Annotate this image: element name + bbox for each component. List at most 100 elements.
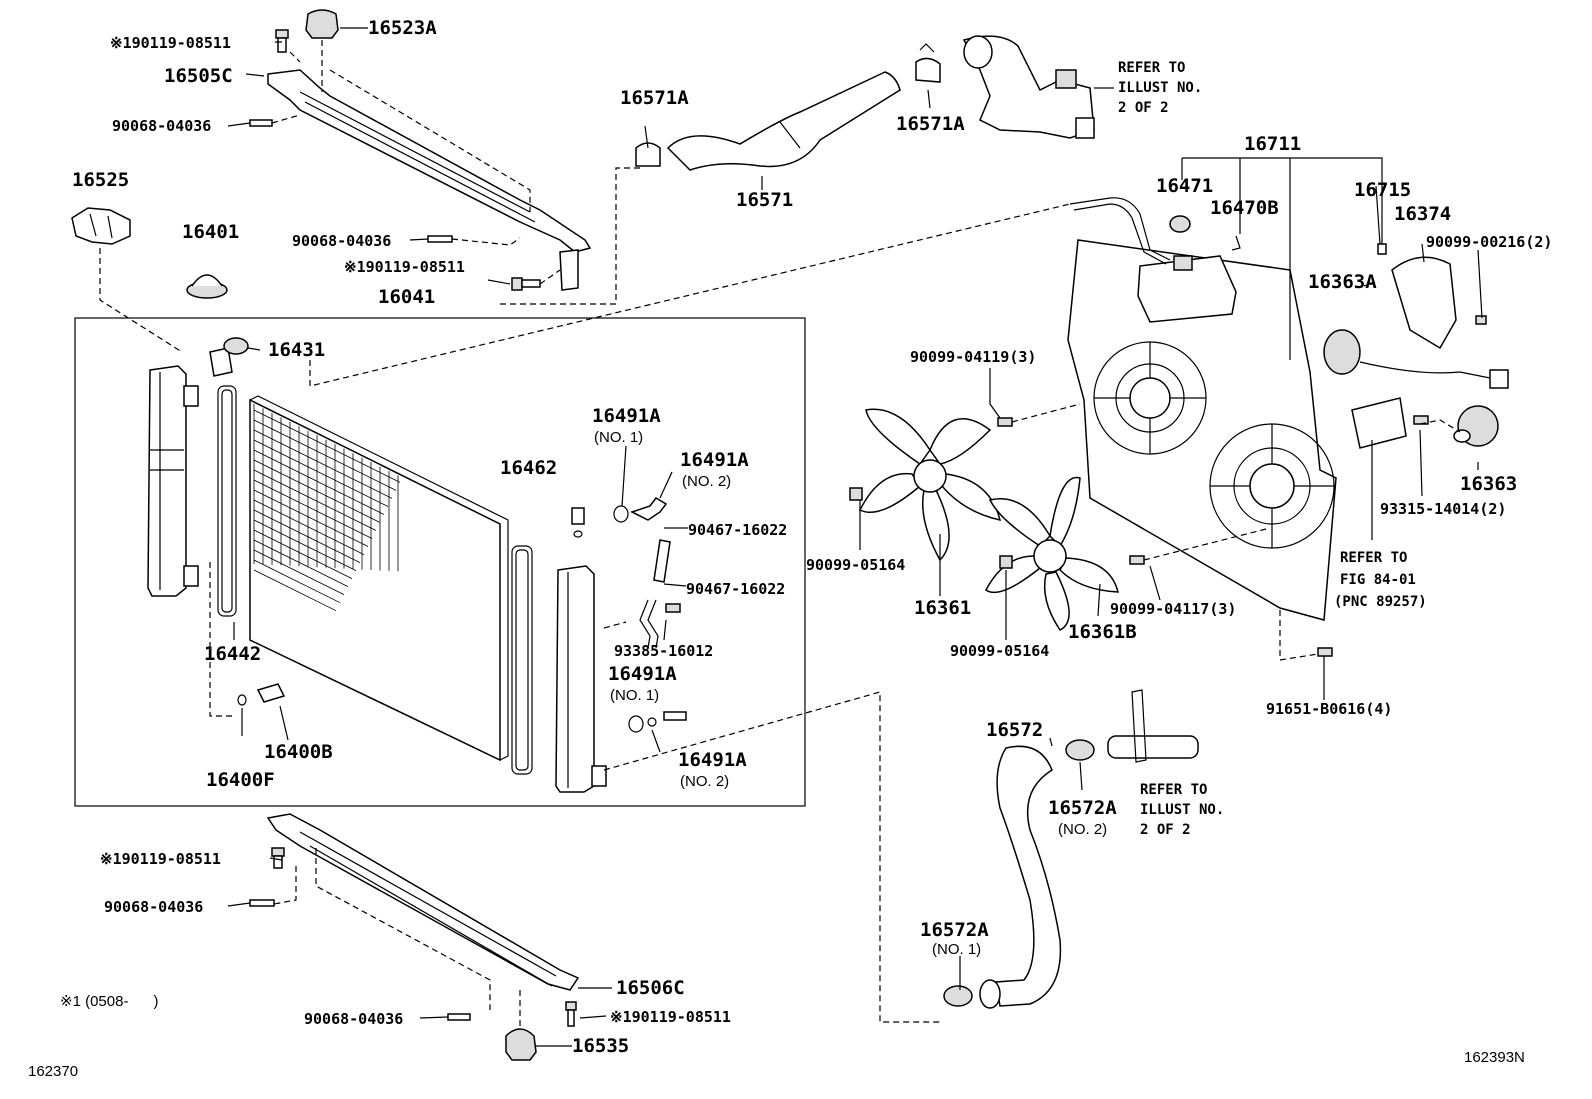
label-90099-04117: 90099-04117(3) — [1110, 600, 1236, 618]
label-16523A: 16523A — [368, 17, 437, 39]
label-no2-b: (NO. 2) — [680, 773, 729, 790]
bracket-16525 — [71, 207, 131, 245]
refer-top-line-2: ILLUST NO. — [1118, 80, 1202, 96]
upper-hose-16571 — [666, 71, 901, 171]
clip-16715-icon — [1377, 243, 1387, 255]
upper-support-bracket — [267, 69, 592, 291]
label-16535: 16535 — [572, 1035, 629, 1057]
label-90099-05164-a: 90099-05164 — [806, 556, 905, 574]
gasket-16442 — [217, 385, 237, 617]
label-no1-a: (NO. 1) — [594, 429, 643, 446]
figure-code-right: 162393N — [1464, 1049, 1525, 1066]
label-90467-b: 90467-16022 — [686, 580, 785, 598]
bolt-top-b-icon — [511, 277, 541, 291]
clamp-16572A-no2-icon — [1065, 739, 1095, 761]
refer-fig-line-3: (PNC 89257) — [1334, 594, 1427, 610]
refer-note-top: REFER TO ILLUST NO. 2 OF 2 — [1118, 60, 1202, 116]
figure-code-left: 162370 — [28, 1063, 78, 1080]
screw-top-a-icon — [249, 119, 273, 127]
label-16442: 16442 — [204, 643, 261, 665]
fan-shroud-16711 — [1067, 239, 1337, 621]
label-16491A-1: 16491A — [592, 405, 661, 427]
label-16471: 16471 — [1156, 175, 1213, 197]
drain-plug-16400B — [237, 683, 286, 706]
label-16571: 16571 — [736, 189, 793, 211]
label-190119-top: ※190119-08511 — [110, 34, 231, 52]
fan-blade-16361 — [858, 408, 1002, 562]
label-no1-b: (NO. 1) — [610, 687, 659, 704]
radiator-assembly-box — [74, 317, 806, 807]
refer-top-line-1: REFER TO — [1118, 60, 1185, 76]
label-16363A: 16363A — [1308, 271, 1377, 293]
refer-note-fig: REFER TO FIG 84-01 (PNC 89257) — [1334, 550, 1427, 610]
fan-relay-icon — [1351, 397, 1407, 449]
refer-bottom-line-1: REFER TO — [1140, 782, 1207, 798]
label-16571A-b: 16571A — [896, 113, 965, 135]
fan-motor-16363A — [1323, 329, 1509, 389]
refer-bottom-line-3: 2 OF 2 — [1140, 822, 1191, 838]
screw-91651-icon — [1317, 647, 1333, 657]
screw-93315-icon — [1413, 415, 1429, 425]
clamp-16572A-no1-icon — [943, 985, 973, 1007]
label-16041: 16041 — [378, 286, 435, 308]
pipe-fitting-lower — [1107, 689, 1199, 763]
mount-cushion-16535 — [505, 1028, 537, 1061]
radiator-left-tank — [147, 365, 199, 597]
label-16491A-2: 16491A — [680, 449, 749, 471]
label-93385: 93385-16012 — [614, 642, 713, 660]
label-16491A-4: 16491A — [678, 749, 747, 771]
refer-top-line-3: 2 OF 2 — [1118, 100, 1169, 116]
bolt-lower-a-icon — [271, 847, 285, 869]
label-90099-00216: 90099-00216(2) — [1426, 233, 1552, 251]
refer-bottom-line-2: ILLUST NO. — [1140, 802, 1224, 818]
refer-note-bottom: REFER TO ILLUST NO. 2 OF 2 — [1140, 782, 1224, 838]
screw-lower-b-icon — [447, 1013, 471, 1021]
label-16361B: 16361B — [1068, 621, 1137, 643]
bolt-lower-b-icon — [565, 1001, 577, 1027]
label-no2-c: (NO. 2) — [1058, 821, 1107, 838]
overflow-hose-16471 — [1069, 197, 1171, 265]
reservoir-tank — [1137, 255, 1237, 323]
label-16462: 16462 — [500, 457, 557, 479]
fan-blade-16361B — [985, 476, 1119, 631]
label-16401: 16401 — [182, 221, 239, 243]
o-ring-16491A-no1-icon — [613, 505, 629, 523]
fan-motor-16363 — [1453, 405, 1499, 447]
label-16571A-a: 16571A — [620, 87, 689, 109]
clamp-16571A-b-icon — [915, 43, 941, 83]
screw-lower-a-icon — [249, 899, 275, 907]
label-16525: 16525 — [72, 169, 129, 191]
cap-16471-icon — [1169, 215, 1191, 233]
label-90068-b: 90068-04036 — [292, 232, 391, 250]
o-ring-lower-icon — [628, 711, 687, 733]
label-16505C: 16505C — [164, 65, 233, 87]
nut-90099-05164-a-icon — [849, 487, 863, 501]
label-16491A-3: 16491A — [608, 663, 677, 685]
label-190119-c: ※190119-08511 — [100, 850, 221, 868]
bolt-top-icon — [275, 29, 289, 53]
label-90068-c: 90068-04036 — [104, 898, 203, 916]
label-93315: 93315-14014(2) — [1380, 500, 1506, 518]
label-90099-05164-b: 90099-05164 — [950, 642, 1049, 660]
pipe-93385-icon — [639, 599, 681, 649]
label-90068-d: 90068-04036 — [304, 1010, 403, 1028]
label-16711: 16711 — [1244, 133, 1301, 155]
hose-90467-icon — [653, 539, 671, 583]
radiator-right-tank — [555, 507, 607, 793]
footnote: ※1 (0508- ) — [60, 993, 158, 1010]
refer-fig-line-1: REFER TO — [1340, 550, 1407, 566]
label-no2-a: (NO. 2) — [682, 473, 731, 490]
radiator-cap-16401 — [186, 274, 228, 299]
label-16374: 16374 — [1394, 203, 1451, 225]
label-90099-04119: 90099-04119(3) — [910, 348, 1036, 366]
label-190119-b: ※190119-08511 — [344, 258, 465, 276]
label-16572: 16572 — [986, 719, 1043, 741]
label-16506C: 16506C — [616, 977, 685, 999]
label-90068-a: 90068-04036 — [112, 117, 211, 135]
nut-90099-05164-b-icon — [999, 555, 1013, 569]
gasket-16462 — [511, 545, 533, 775]
radiator-core — [249, 395, 509, 762]
motor-cover-16374 — [1391, 256, 1457, 350]
label-90467-a: 90467-16022 — [688, 521, 787, 539]
screw-90099-04117-icon — [1129, 555, 1145, 565]
